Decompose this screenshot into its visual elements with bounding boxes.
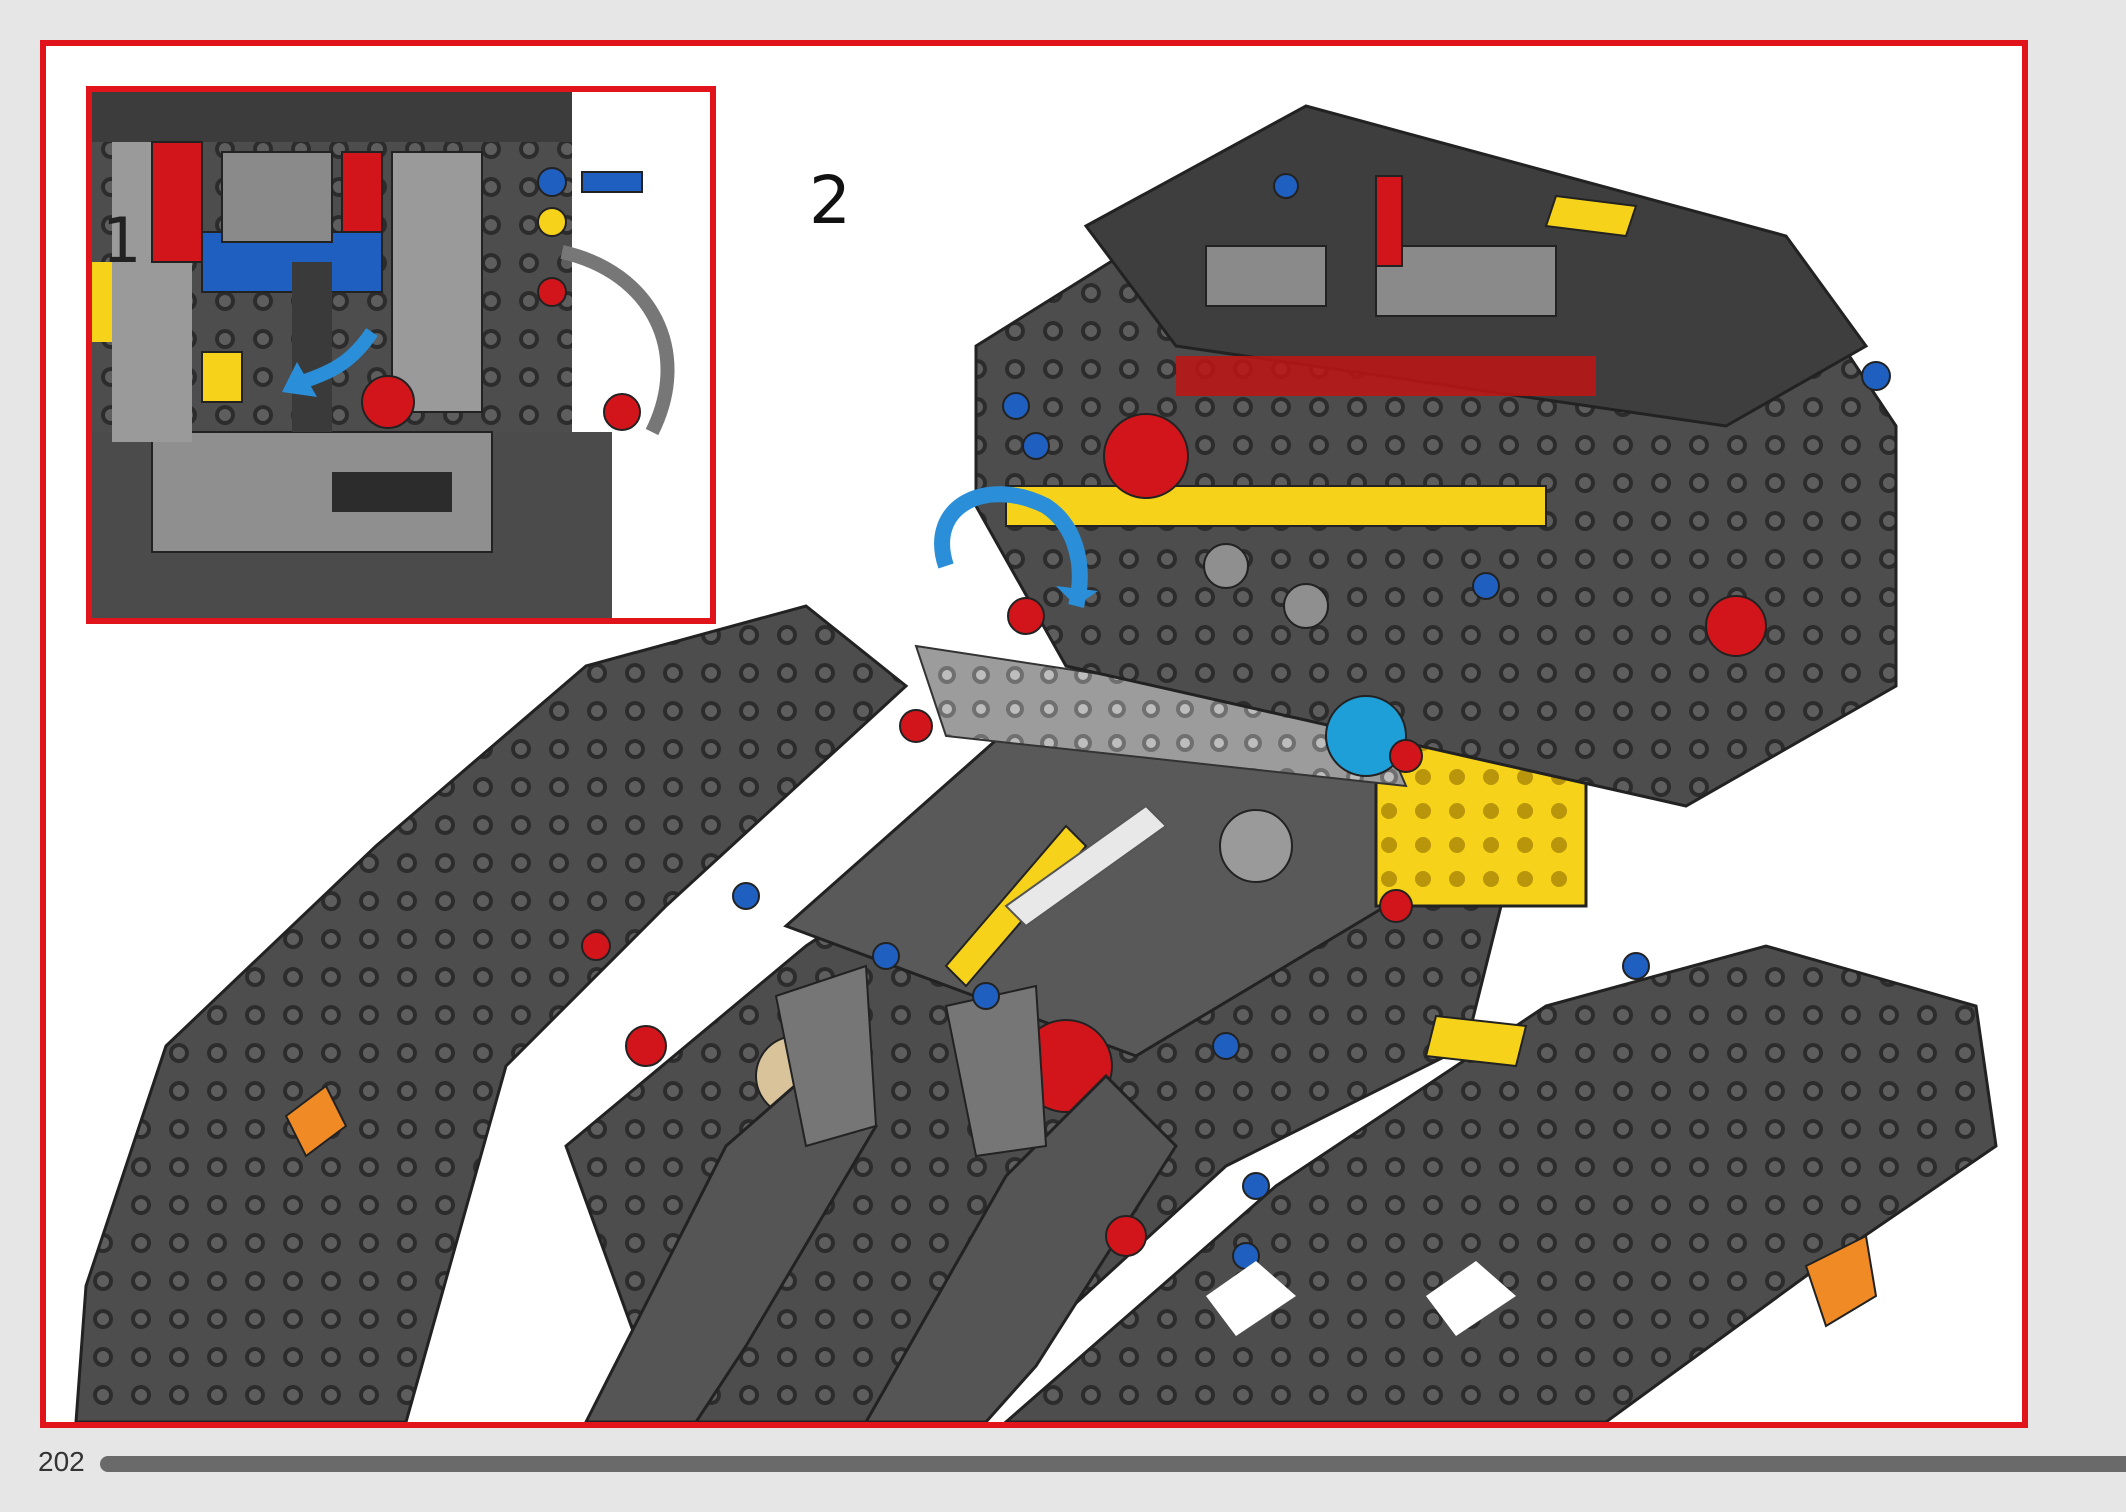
- pins: [581, 173, 1891, 1270]
- callout-step-number: 1: [102, 204, 142, 277]
- instruction-panel: 2 1: [40, 40, 2028, 1428]
- footer-progress-bar: [100, 1456, 2126, 1472]
- model-illustration: [74, 104, 1998, 1422]
- page-number: 202: [38, 1446, 85, 1477]
- left-track: [74, 604, 909, 1422]
- callout-illustration: [92, 92, 710, 618]
- callout-arrow-icon: [299, 328, 378, 389]
- rotation-arrow-icon: [934, 486, 1088, 608]
- lift-arm-right: [864, 1073, 1178, 1422]
- step-number: 2: [809, 162, 851, 239]
- callout-box: 1: [86, 86, 716, 624]
